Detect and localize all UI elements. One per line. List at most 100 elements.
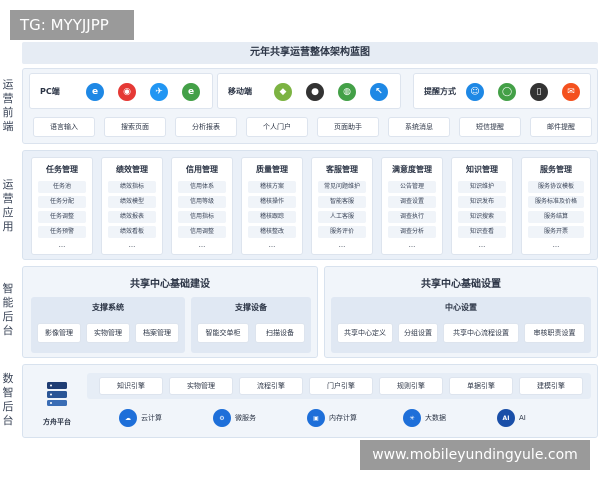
app-title: 任务管理 (46, 165, 78, 174)
setting-item[interactable]: 分组设置 (398, 323, 438, 343)
app-quality-management: 质量管理 稽核方案 稽核操作 稽核跟踪 稽核整改 ... (241, 157, 303, 255)
app-item[interactable]: 公告管理 (388, 181, 436, 193)
engine-workflow[interactable]: 流程引擎 (239, 377, 303, 395)
app-item[interactable]: 服务开票 (528, 226, 584, 238)
app-item[interactable]: 任务调整 (38, 211, 86, 223)
app-item[interactable]: 稽核操作 (248, 196, 296, 208)
engine-knowledge[interactable]: 知识引擎 (99, 377, 163, 395)
app-title: 服务管理 (540, 165, 572, 174)
tech-label: 大数据 (425, 414, 446, 422)
app-item[interactable]: 绩效模型 (108, 196, 156, 208)
app-more: ... (128, 241, 136, 249)
app-item[interactable]: 稽核跟踪 (248, 211, 296, 223)
safari-icon: ✈ (150, 83, 168, 101)
terminal-group-reminder: 提醒方式 ☺ ◯ ▯ ✉ (413, 73, 591, 109)
robot-icon: ☺ (466, 83, 484, 101)
tech-label: AI (519, 414, 526, 422)
app-item[interactable]: 信用指标 (178, 211, 226, 223)
server-stack-icon (47, 382, 67, 406)
setting-item[interactable]: 审核职责设置 (524, 323, 585, 343)
operations-apps-section: 任务管理 任务池 任务分配 任务调整 任务预警 ... 绩效管理 绩效指标 绩效… (22, 150, 598, 260)
ie-icon: e (86, 83, 104, 101)
support-systems-panel: 支撑系统 影像管理 实物管理 档案管理 (31, 297, 185, 353)
support-item[interactable]: 影像管理 (37, 323, 81, 343)
microservice-icon: ⚙ (213, 409, 231, 427)
app-item[interactable]: 绩效看板 (108, 226, 156, 238)
app-satisfaction-management: 满意度管理 公告管理 调查设置 调查执行 调查分析 ... (381, 157, 443, 255)
app-item[interactable]: 服务协议模板 (528, 181, 584, 193)
app-item[interactable]: 人工客服 (318, 211, 366, 223)
ai-icon: AI (497, 409, 515, 427)
chrome-icon: ◉ (118, 83, 136, 101)
panel-title: 支撑系统 (92, 303, 124, 312)
app-item[interactable]: 知识发布 (458, 196, 506, 208)
terminal-group-label: PC端 (40, 87, 60, 96)
feature-voice-input[interactable]: 语言输入 (33, 117, 95, 137)
message-icon: ◯ (498, 83, 516, 101)
app-item[interactable]: 任务分配 (38, 196, 86, 208)
app-item[interactable]: 信用调整 (178, 226, 226, 238)
app-item[interactable]: 知识搜索 (458, 211, 506, 223)
app-item[interactable]: 调查分析 (388, 226, 436, 238)
engine-document[interactable]: 单据引擎 (449, 377, 513, 395)
app-item[interactable]: 稽核整改 (248, 226, 296, 238)
panel-title: 中心设置 (445, 303, 477, 312)
tech-label: 内存计算 (329, 414, 357, 422)
app-item[interactable]: 知识维护 (458, 181, 506, 193)
cloud-icon: ☁ (119, 409, 137, 427)
app-item[interactable]: 稽核方案 (248, 181, 296, 193)
feature-system-message[interactable]: 系统消息 (388, 117, 450, 137)
app-item[interactable]: 知识查看 (458, 226, 506, 238)
tech-microservice: ⚙ 微服务 (213, 407, 273, 431)
shared-center-settings-section: 共享中心基础设置 中心设置 共享中心定义 分组设置 共享中心流程设置 审核职责设… (324, 266, 598, 358)
app-item[interactable]: 信用体系 (178, 181, 226, 193)
engine-portal[interactable]: 门户引擎 (309, 377, 373, 395)
app-item[interactable]: 信用等级 (178, 196, 226, 208)
data-platform-section: 方舟平台 知识引擎 实物管理 流程引擎 门户引擎 规则引擎 单据引擎 建模引擎 … (22, 364, 598, 438)
app-title: 绩效管理 (116, 165, 148, 174)
engine-rules[interactable]: 规则引擎 (379, 377, 443, 395)
engine-modeling[interactable]: 建模引擎 (519, 377, 583, 395)
app-item[interactable]: 常见问题维护 (318, 181, 366, 193)
app-item[interactable]: 调查设置 (388, 196, 436, 208)
blueprint-title: 元年共享运营整体架构蓝图 (22, 42, 598, 64)
app-item[interactable]: 调查执行 (388, 211, 436, 223)
app-more: ... (268, 241, 276, 249)
edge-icon: e (182, 83, 200, 101)
support-item[interactable]: 智能交单柜 (197, 323, 249, 343)
phone-icon: ▯ (530, 83, 548, 101)
feature-page-assistant[interactable]: 页面助手 (317, 117, 379, 137)
app-item[interactable]: 任务池 (38, 181, 86, 193)
app-item[interactable]: 服务标准及价格 (528, 196, 584, 208)
support-item[interactable]: 档案管理 (135, 323, 179, 343)
feature-sms-reminder[interactable]: 短信提醒 (459, 117, 521, 137)
app-item[interactable]: 绩效报表 (108, 211, 156, 223)
feature-analysis-report[interactable]: 分析报表 (175, 117, 237, 137)
app-service-management: 服务管理 服务协议模板 服务标准及价格 服务结算 服务开票 ... (521, 157, 591, 255)
support-item[interactable]: 扫描设备 (255, 323, 305, 343)
side-label-frontend: 运营前端 (2, 78, 14, 133)
app-item[interactable]: 服务结算 (528, 211, 584, 223)
app-item[interactable]: 服务评价 (318, 226, 366, 238)
ark-platform: 方舟平台 (31, 373, 83, 431)
feature-personal-portal[interactable]: 个人门户 (246, 117, 308, 137)
app-more: ... (198, 241, 206, 249)
app-item[interactable]: 智能客服 (318, 196, 366, 208)
setting-item[interactable]: 共享中心流程设置 (443, 323, 519, 343)
terminal-group-mobile: 移动端 ◆ ● ◍ ↖ (217, 73, 401, 109)
section-title: 共享中心基础建设 (130, 279, 210, 290)
app-item[interactable]: 任务预警 (38, 226, 86, 238)
app-item[interactable]: 绩效指标 (108, 181, 156, 193)
engine-asset[interactable]: 实物管理 (169, 377, 233, 395)
setting-item[interactable]: 共享中心定义 (337, 323, 393, 343)
feature-email-reminder[interactable]: 邮件提醒 (530, 117, 592, 137)
app-title: 知识管理 (466, 165, 498, 174)
support-item[interactable]: 实物管理 (86, 323, 130, 343)
feature-search-page[interactable]: 搜索页面 (104, 117, 166, 137)
app-icon: ↖ (370, 83, 388, 101)
app-title: 满意度管理 (392, 165, 432, 174)
tech-label: 云计算 (141, 414, 162, 422)
app-credit-management: 信用管理 信用体系 信用等级 信用指标 信用调整 ... (171, 157, 233, 255)
terminal-group-label: 移动端 (228, 87, 252, 96)
engine-row: 知识引擎 实物管理 流程引擎 门户引擎 规则引擎 单据引擎 建模引擎 (87, 373, 591, 399)
